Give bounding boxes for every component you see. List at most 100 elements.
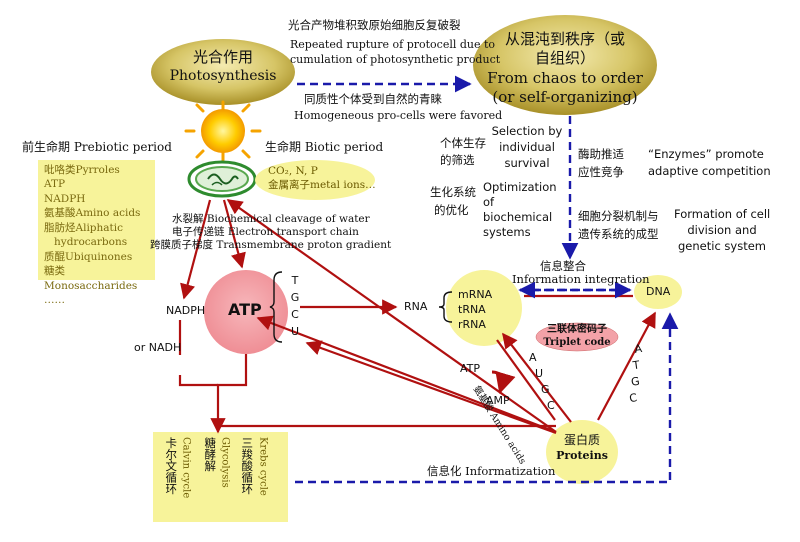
prebiotic-list: 吡咯类Pyrroles ATP NADPH 氨基酸Amino acids 脂肪烃… — [44, 163, 156, 308]
selection-zh-2: 的筛选 — [440, 153, 475, 167]
chaos-to-order-node — [473, 15, 657, 115]
biotic-line-1: CO₂, N, P — [268, 165, 318, 177]
chaos-zh-1: 从混沌到秩序（或 — [504, 30, 625, 48]
rna-label: RNA — [404, 300, 428, 313]
rupture-en-1: Repeated rupture of protocell due to — [290, 38, 496, 51]
enzymes-en-2: adaptive competition — [648, 164, 771, 178]
division-en-2: division and — [687, 223, 757, 237]
base-letter: U — [535, 367, 544, 380]
base-letter: C — [291, 308, 299, 321]
base-letter: A — [633, 341, 643, 356]
rupture-zh: 光合产物堆积致原始细胞反复破裂 — [288, 18, 461, 32]
biotic-period-label: 生命期 Biotic period — [265, 140, 384, 154]
nadph-label: NADPH — [166, 304, 206, 317]
proteins-en: Proteins — [556, 449, 608, 462]
base-letter: T — [291, 274, 299, 287]
prebiotic-item: 糖类Monosaccharides — [44, 265, 138, 292]
bases-to-mrna: A U G C — [529, 350, 555, 414]
prebiotic-item: NADPH — [44, 192, 86, 205]
base-letter: G — [290, 291, 300, 304]
triplet-zh: 三联体密码子 — [547, 324, 607, 335]
base-letter: C — [547, 399, 555, 412]
photosynthesis-en: Photosynthesis — [169, 68, 277, 84]
enzymes-zh-1: 酶助推适 — [578, 147, 624, 161]
photosynthesis-node — [151, 39, 295, 105]
atp-node — [204, 270, 288, 354]
atp-amp-curve — [491, 370, 516, 395]
bracket-tgcu — [269, 271, 283, 343]
enzymes-en-1: “Enzymes” promote — [648, 147, 764, 161]
rna-type: tRNA — [458, 303, 486, 316]
triplet-en: Triplet code — [543, 337, 611, 348]
base-letter: U — [290, 325, 300, 338]
prebiotic-item: 质醌Ubiquinones — [44, 250, 133, 263]
proteins-zh: 蛋白质 — [563, 433, 600, 447]
rna-types: mRNA tRNA rRNA — [458, 287, 492, 332]
division-en-3: genetic system — [678, 239, 766, 253]
homogeneous-en: Homogeneous pro-cells were favored — [294, 109, 503, 122]
prebiotic-item: 吡咯类Pyrroles — [44, 164, 120, 176]
rna-node — [446, 270, 522, 346]
optimization-en-1: Optimization — [483, 180, 557, 194]
base-letter: G — [541, 383, 550, 396]
photosynthesis-zh: 光合作用 — [192, 48, 253, 66]
prebiotic-period-label: 前生命期 Prebiotic period — [22, 140, 172, 154]
rupture-en-2: cumulation of photosynthetic product — [290, 53, 501, 66]
optimization-en-2: of — [483, 195, 495, 209]
prebiotic-item: …… — [44, 294, 65, 307]
selection-zh-1: 个体生存 — [440, 136, 486, 150]
base-letter: A — [529, 351, 537, 364]
rna-type: rRNA — [458, 318, 486, 331]
glyco-en: Glycolysis — [219, 437, 231, 488]
dna-label: DNA — [646, 285, 671, 298]
optimization-zh-1: 生化系统 — [430, 185, 476, 199]
integration-en: Information integration — [512, 272, 650, 286]
amp-label: AMP — [486, 394, 510, 407]
integration-zh: 信息整合 — [540, 259, 586, 273]
division-zh-1: 细胞分裂机制与 — [578, 209, 659, 223]
rna-type: mRNA — [458, 288, 493, 301]
biotic-ellipse — [255, 160, 375, 200]
process-etc: 电子传递链 Electron transport chain — [172, 226, 359, 238]
optimization-zh-2: 的优化 — [434, 203, 469, 217]
biotic-line-2: 金属离子metal ions… — [268, 179, 376, 191]
prebiotic-item: hydrocarbons — [44, 236, 128, 249]
calvin-zh: 卡尔文循环 — [164, 437, 179, 495]
chaos-zh-2: 自组织） — [534, 49, 595, 67]
selection-en-1: Selection by — [491, 124, 563, 138]
cycles-box — [153, 432, 288, 522]
krebs-en: Krebs cycle — [257, 437, 269, 496]
selection-en-3: survival — [504, 156, 550, 170]
chaos-en-1: From chaos to order — [487, 69, 643, 87]
bracket-rna — [438, 291, 453, 323]
sun-icon — [184, 100, 262, 162]
protocell-icon — [187, 160, 257, 198]
process-proton-gradient: 跨膜质子梯度 Transmembrane proton gradient — [150, 239, 392, 251]
base-letter: T — [631, 358, 641, 373]
atp-label: ATP — [228, 300, 262, 319]
dna-node — [634, 275, 682, 309]
informatization-label: 信息化 Informatization — [427, 464, 556, 478]
prebiotic-item: ATP — [44, 178, 66, 191]
selection-en-2: individual — [499, 140, 555, 154]
calvin-en: Calvin cycle — [180, 437, 192, 499]
glyco-zh: 糖酵解 — [203, 437, 218, 472]
krebs-zh: 三羧酸循环 — [240, 437, 255, 495]
or-nadh-label: or NADH — [134, 341, 182, 354]
enzymes-zh-2: 应性竞争 — [578, 165, 624, 179]
proteins-node — [546, 420, 618, 484]
prebiotic-box — [38, 160, 155, 280]
process-water-cleavage: 水裂解 Biochemical cleavage of water — [172, 213, 370, 225]
chaos-en-2: (or self-organizing) — [492, 88, 638, 106]
optimization-en-3: biochemical — [483, 210, 553, 224]
triplet-badge — [535, 322, 619, 352]
base-letter: C — [628, 391, 638, 406]
division-en-1: Formation of cell — [674, 207, 771, 221]
atp-bases: T G C U — [289, 272, 301, 340]
prebiotic-item: 脂肪烃Aliphatic — [44, 221, 124, 234]
atp-small-label: ATP — [460, 362, 481, 375]
optimization-en-4: systems — [483, 225, 531, 239]
prebiotic-item: 氨基酸Amino acids — [44, 207, 141, 220]
division-zh-2: 遗传系统的成型 — [578, 227, 659, 241]
